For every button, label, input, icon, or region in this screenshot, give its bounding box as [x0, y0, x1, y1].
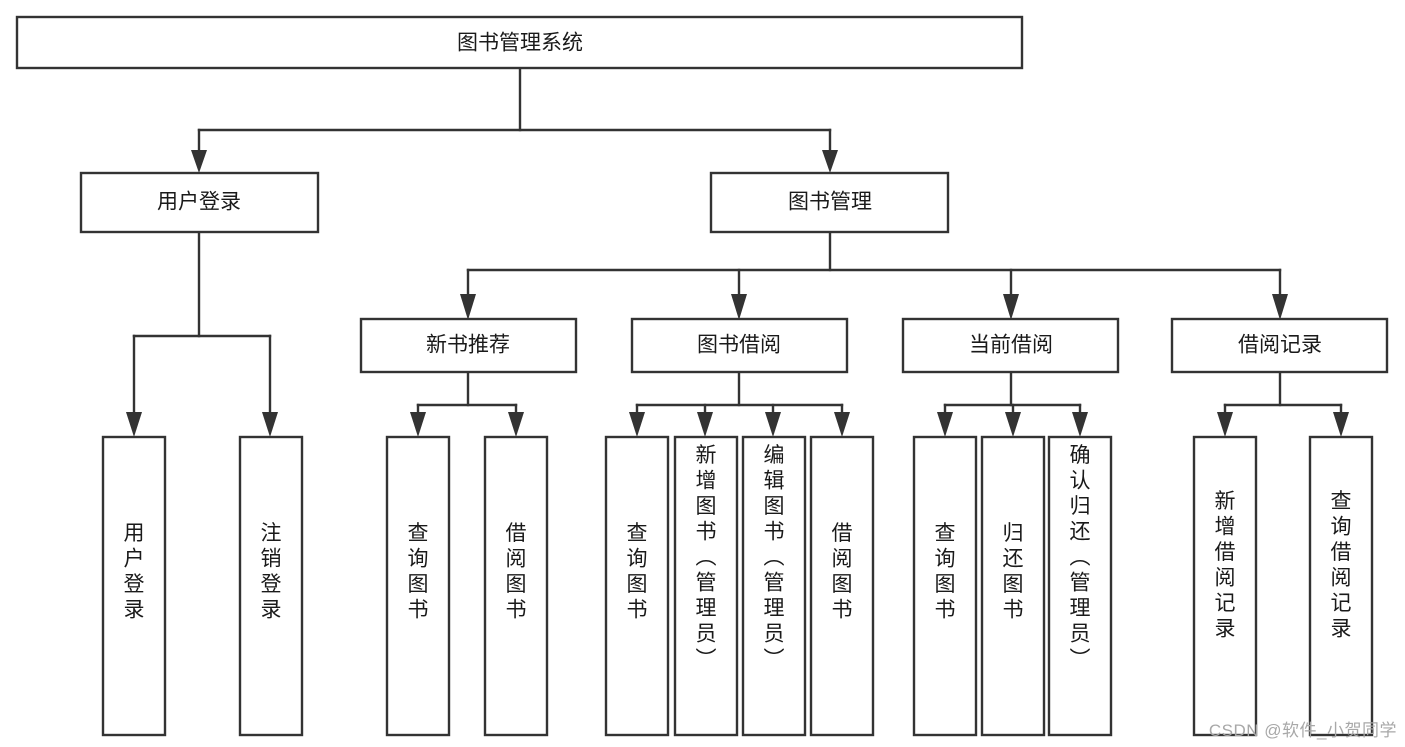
- arrow-head-book-borrow: [731, 294, 747, 320]
- node-leaf-confirm-return-box[interactable]: [1047, 435, 1113, 737]
- arrow-head-book-manage: [822, 150, 838, 173]
- arrow-head-leaf-add-record: [1217, 412, 1233, 437]
- arrow-head-leaf-confirm-return: [1072, 412, 1088, 437]
- node-leaf-add-record[interactable]: 新增借阅记录: [1192, 435, 1258, 737]
- node-leaf-query-book-3-label: 查询图书: [935, 522, 956, 622]
- node-book-borrow-box[interactable]: [630, 317, 849, 374]
- node-leaf-return-book-label: 归还图书: [1003, 522, 1024, 622]
- node-leaf-logout-login[interactable]: 注销登录: [238, 435, 304, 737]
- arrow-head-leaf-query-record: [1333, 412, 1349, 437]
- node-new-book-rec-box[interactable]: [359, 317, 578, 374]
- node-book-manage-box[interactable]: [709, 171, 950, 234]
- node-leaf-user-login-box[interactable]: [101, 435, 167, 737]
- node-current-borrow-box[interactable]: [901, 317, 1120, 374]
- node-leaf-borrow-book-2[interactable]: 借阅图书: [809, 435, 875, 737]
- node-leaf-user-login[interactable]: 用户登录: [101, 435, 167, 737]
- node-user-login-label: 用户登录: [157, 191, 241, 214]
- node-leaf-logout-login-label: 注销登录: [261, 522, 282, 622]
- node-book-manage-label: 图书管理: [788, 191, 872, 214]
- arrow-head-current-borrow: [1003, 294, 1019, 320]
- node-leaf-query-record-box[interactable]: [1308, 435, 1374, 737]
- node-book-manage[interactable]: 图书管理: [709, 171, 950, 234]
- node-leaf-edit-book[interactable]: 编辑图书︵管理员︶: [741, 435, 807, 737]
- node-new-book-rec-label: 新书推荐: [426, 334, 510, 357]
- arrow-head-leaf-return-book: [1005, 412, 1021, 437]
- node-leaf-logout-login-box[interactable]: [238, 435, 304, 737]
- node-leaf-user-login-label: 用户登录: [124, 522, 145, 622]
- node-leaf-add-record-box[interactable]: [1192, 435, 1258, 737]
- arrow-head-leaf-query-book-2: [629, 412, 645, 437]
- arrow-head-leaf-query-book-3: [937, 412, 953, 437]
- node-leaf-borrow-book-2-box[interactable]: [809, 435, 875, 737]
- arrow-head-borrow-record: [1272, 294, 1288, 320]
- node-leaf-query-book-2[interactable]: 查询图书: [604, 435, 670, 737]
- node-root-label: 图书管理系统: [457, 32, 583, 55]
- node-leaf-query-book-1[interactable]: 查询图书: [385, 435, 451, 737]
- node-book-borrow-label: 图书借阅: [697, 334, 781, 357]
- node-leaf-return-book-box[interactable]: [980, 435, 1046, 737]
- node-leaf-query-book-3-box[interactable]: [912, 435, 978, 737]
- arrow-head-user-login: [191, 150, 207, 173]
- node-borrow-record[interactable]: 借阅记录: [1170, 317, 1389, 374]
- node-borrow-record-box[interactable]: [1170, 317, 1389, 374]
- arrow-head-leaf-user-login: [126, 412, 142, 437]
- arrow-head-leaf-borrow-book-2: [834, 412, 850, 437]
- arrow-head-leaf-query-book-1: [410, 412, 426, 437]
- node-leaf-add-record-label: 新增借阅记录: [1215, 490, 1236, 641]
- node-leaf-query-book-1-label: 查询图书: [408, 522, 429, 622]
- arrow-head-leaf-borrow-book-1: [508, 412, 524, 437]
- node-leaf-borrow-book-1[interactable]: 借阅图书: [483, 435, 549, 737]
- node-leaf-query-record-label: 查询借阅记录: [1331, 490, 1352, 641]
- node-leaf-add-book-box[interactable]: [673, 435, 739, 737]
- node-user-login-box[interactable]: [79, 171, 320, 234]
- arrow-head-leaf-logout-login: [262, 412, 278, 437]
- node-leaf-edit-book-box[interactable]: [741, 435, 807, 737]
- node-leaf-add-book[interactable]: 新增图书︵管理员︶: [673, 435, 739, 737]
- node-leaf-borrow-book-1-box[interactable]: [483, 435, 549, 737]
- node-current-borrow[interactable]: 当前借阅: [901, 317, 1120, 374]
- node-leaf-query-book-1-box[interactable]: [385, 435, 451, 737]
- csdn-watermark: CSDN @软件_小贺同学: [1208, 721, 1397, 740]
- node-user-login[interactable]: 用户登录: [79, 171, 320, 234]
- node-leaf-query-book-2-label: 查询图书: [627, 522, 648, 622]
- node-root-box[interactable]: [15, 15, 1024, 70]
- arrow-head-leaf-edit-book: [765, 412, 781, 437]
- connector-layer: [126, 66, 1349, 437]
- node-book-borrow[interactable]: 图书借阅: [630, 317, 849, 374]
- node-leaf-query-record[interactable]: 查询借阅记录: [1308, 435, 1374, 737]
- node-current-borrow-label: 当前借阅: [969, 334, 1053, 357]
- node-leaf-confirm-return-label: 确认归还︵管理员︶: [1070, 444, 1091, 671]
- node-leaf-edit-book-label: 编辑图书︵管理员︶: [764, 444, 785, 671]
- node-borrow-record-label: 借阅记录: [1238, 334, 1322, 357]
- node-root[interactable]: 图书管理系统: [15, 15, 1024, 70]
- node-new-book-rec[interactable]: 新书推荐: [359, 317, 578, 374]
- node-leaf-query-book-3[interactable]: 查询图书: [912, 435, 978, 737]
- node-leaf-borrow-book-1-label: 借阅图书: [506, 522, 527, 622]
- node-leaf-return-book[interactable]: 归还图书: [980, 435, 1046, 737]
- arrow-head-leaf-add-book: [697, 412, 713, 437]
- node-leaf-add-book-label: 新增图书︵管理员︶: [696, 444, 717, 671]
- arrow-head-new-book-rec: [460, 294, 476, 320]
- node-leaf-borrow-book-2-label: 借阅图书: [832, 522, 853, 622]
- node-leaf-confirm-return[interactable]: 确认归还︵管理员︶: [1047, 435, 1113, 737]
- node-leaf-query-book-2-box[interactable]: [604, 435, 670, 737]
